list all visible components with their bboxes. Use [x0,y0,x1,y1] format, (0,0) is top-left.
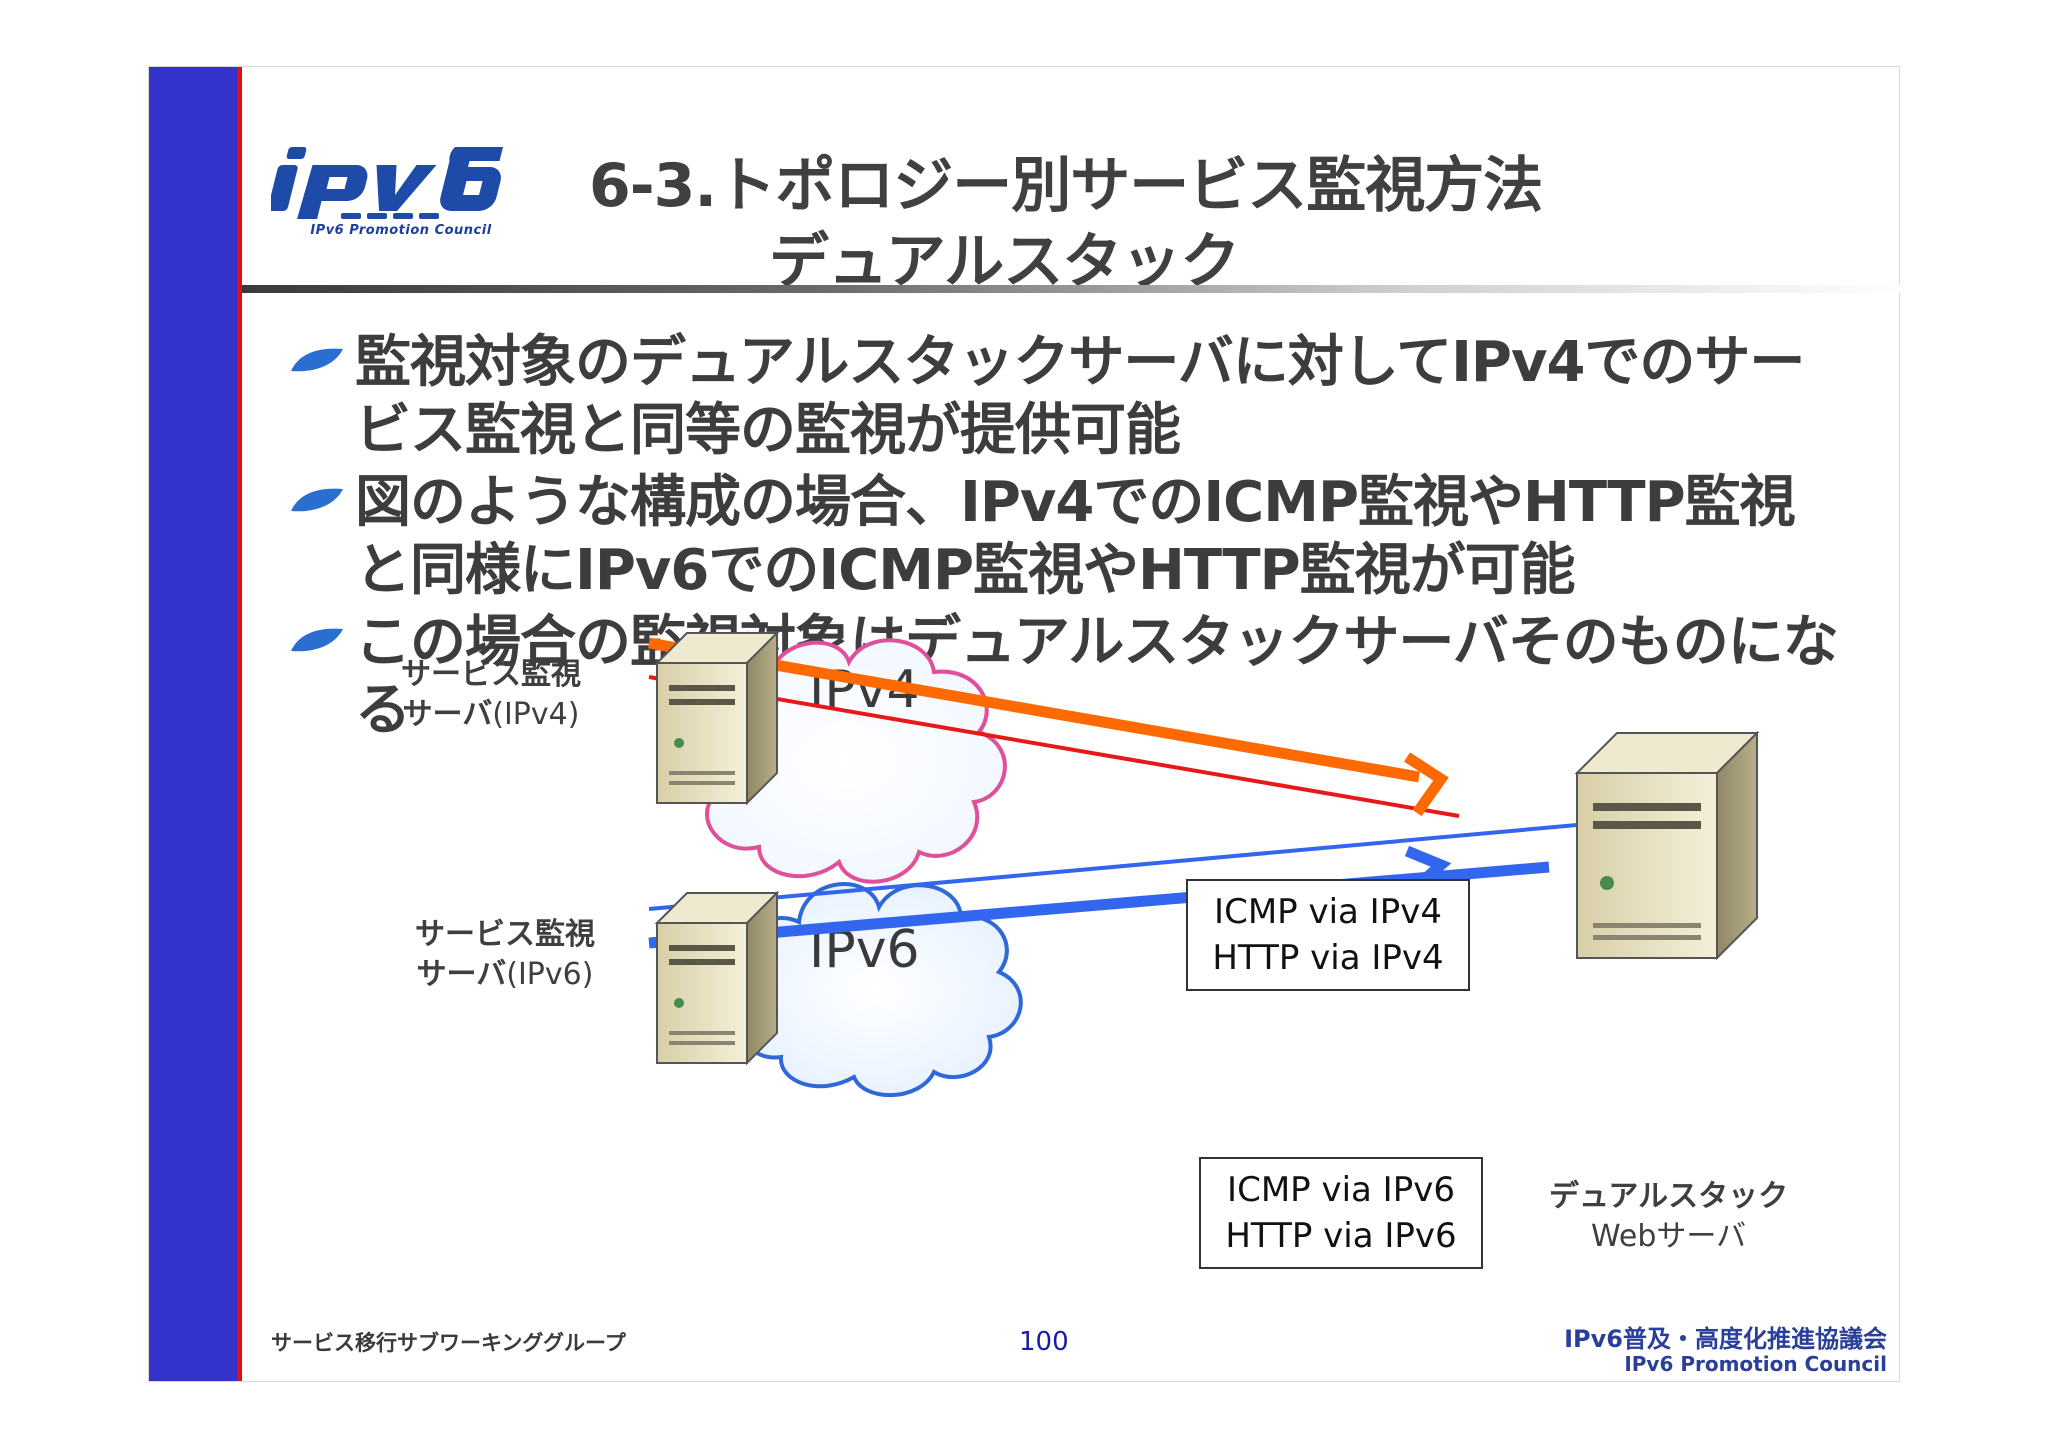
left-blue-bar [149,67,237,1381]
label-line: Webサーバ [1591,1219,1747,1254]
footer-org-japanese: IPv6普及・高度化推進協議会 [1564,1325,1887,1353]
ipv6-logo-mark [267,147,504,219]
dualstack-web-server-label: デュアルスタック Webサーバ [1549,1177,1788,1257]
ipv6-box-line1: ICMP via IPv6 [1227,1170,1455,1210]
ipv6-box: ICMP via IPv6 HTTP via IPv6 [1199,1157,1483,1269]
label-line: デュアルスタック [1549,1179,1789,1214]
ipv6-cloud: IPv6 [726,882,1023,1098]
slide: IPv6 Promotion Council 6-3.トポロジー別サービス監視方… [148,66,1901,1382]
ipv4-box: ICMP via IPv4 HTTP via IPv4 [1186,879,1470,991]
label-bold: サーバ [402,697,493,732]
bullet-item: 監視対象のデュアルスタックサーバに対してIPv4でのサービス監視と同等の監視が提… [289,329,1849,465]
ipv6-http-line [648,821,1600,911]
logo-subtitle: IPv6 Promotion Council [310,223,492,238]
bullet-text: この場合の監視対象はデュアルスタックサーバそのものになる [355,610,1839,743]
ipv4-http-line [648,675,1460,818]
dualstack-web-server-icon [1574,730,1760,961]
left-red-rule [237,67,242,1381]
footer-org-english: IPv6 Promotion Council [1624,1352,1887,1376]
label-line: サービス監視 [401,657,581,692]
ipv4-box-line2: HTTP via IPv4 [1212,938,1444,978]
footer-group-name: サービス移行サブワーキンググループ [271,1331,626,1355]
bullet-item: 図のような構成の場合、IPv4でのICMP監視やHTTP監視と同様にIPv6での… [289,469,1849,605]
bullet-text: 図のような構成の場合、IPv4でのICMP監視やHTTP監視と同様にIPv6での… [355,470,1796,603]
title-underline [242,285,1901,293]
monitor-server-ipv6-icon [654,890,780,1066]
network-diagram: IPv4 IPv6 [648,630,1760,1098]
monitor-server-ipv6-label: サービス監視 サーバ(IPv6) [415,915,595,995]
page-number: 100 [1019,1327,1069,1357]
leaf-bullet-icon [291,488,343,512]
leaf-bullet-icon [291,628,343,652]
bullet-item: この場合の監視対象はデュアルスタックサーバそのものになる [289,609,1849,745]
monitor-server-ipv4-icon [654,630,780,806]
ipv4-box-line1: ICMP via IPv4 [1214,892,1442,932]
ipv6-logo: IPv6 Promotion Council [267,139,531,249]
label-normal: (IPv6) [506,957,594,992]
label-normal: (IPv4) [492,697,580,732]
label-line: サーバ(IPv4) [401,695,581,735]
bullet-list: 監視対象のデュアルスタックサーバに対してIPv4でのサービス監視と同等の監視が提… [289,329,1849,749]
leaf-bullet-icon [291,348,343,372]
label-line: サービス監視 [415,917,595,952]
label-line: サーバ(IPv6) [415,955,595,995]
ipv6-box-line2: HTTP via IPv6 [1225,1216,1457,1256]
monitor-server-ipv4-label: サービス監視 サーバ(IPv4) [401,655,581,735]
ipv4-arrowhead [1404,752,1449,817]
slide-title: 6-3.トポロジー別サービス監視方法 [589,151,1543,221]
bullet-text: 監視対象のデュアルスタックサーバに対してIPv4でのサービス監視と同等の監視が提… [355,330,1805,463]
label-bold: サーバ [416,957,507,992]
